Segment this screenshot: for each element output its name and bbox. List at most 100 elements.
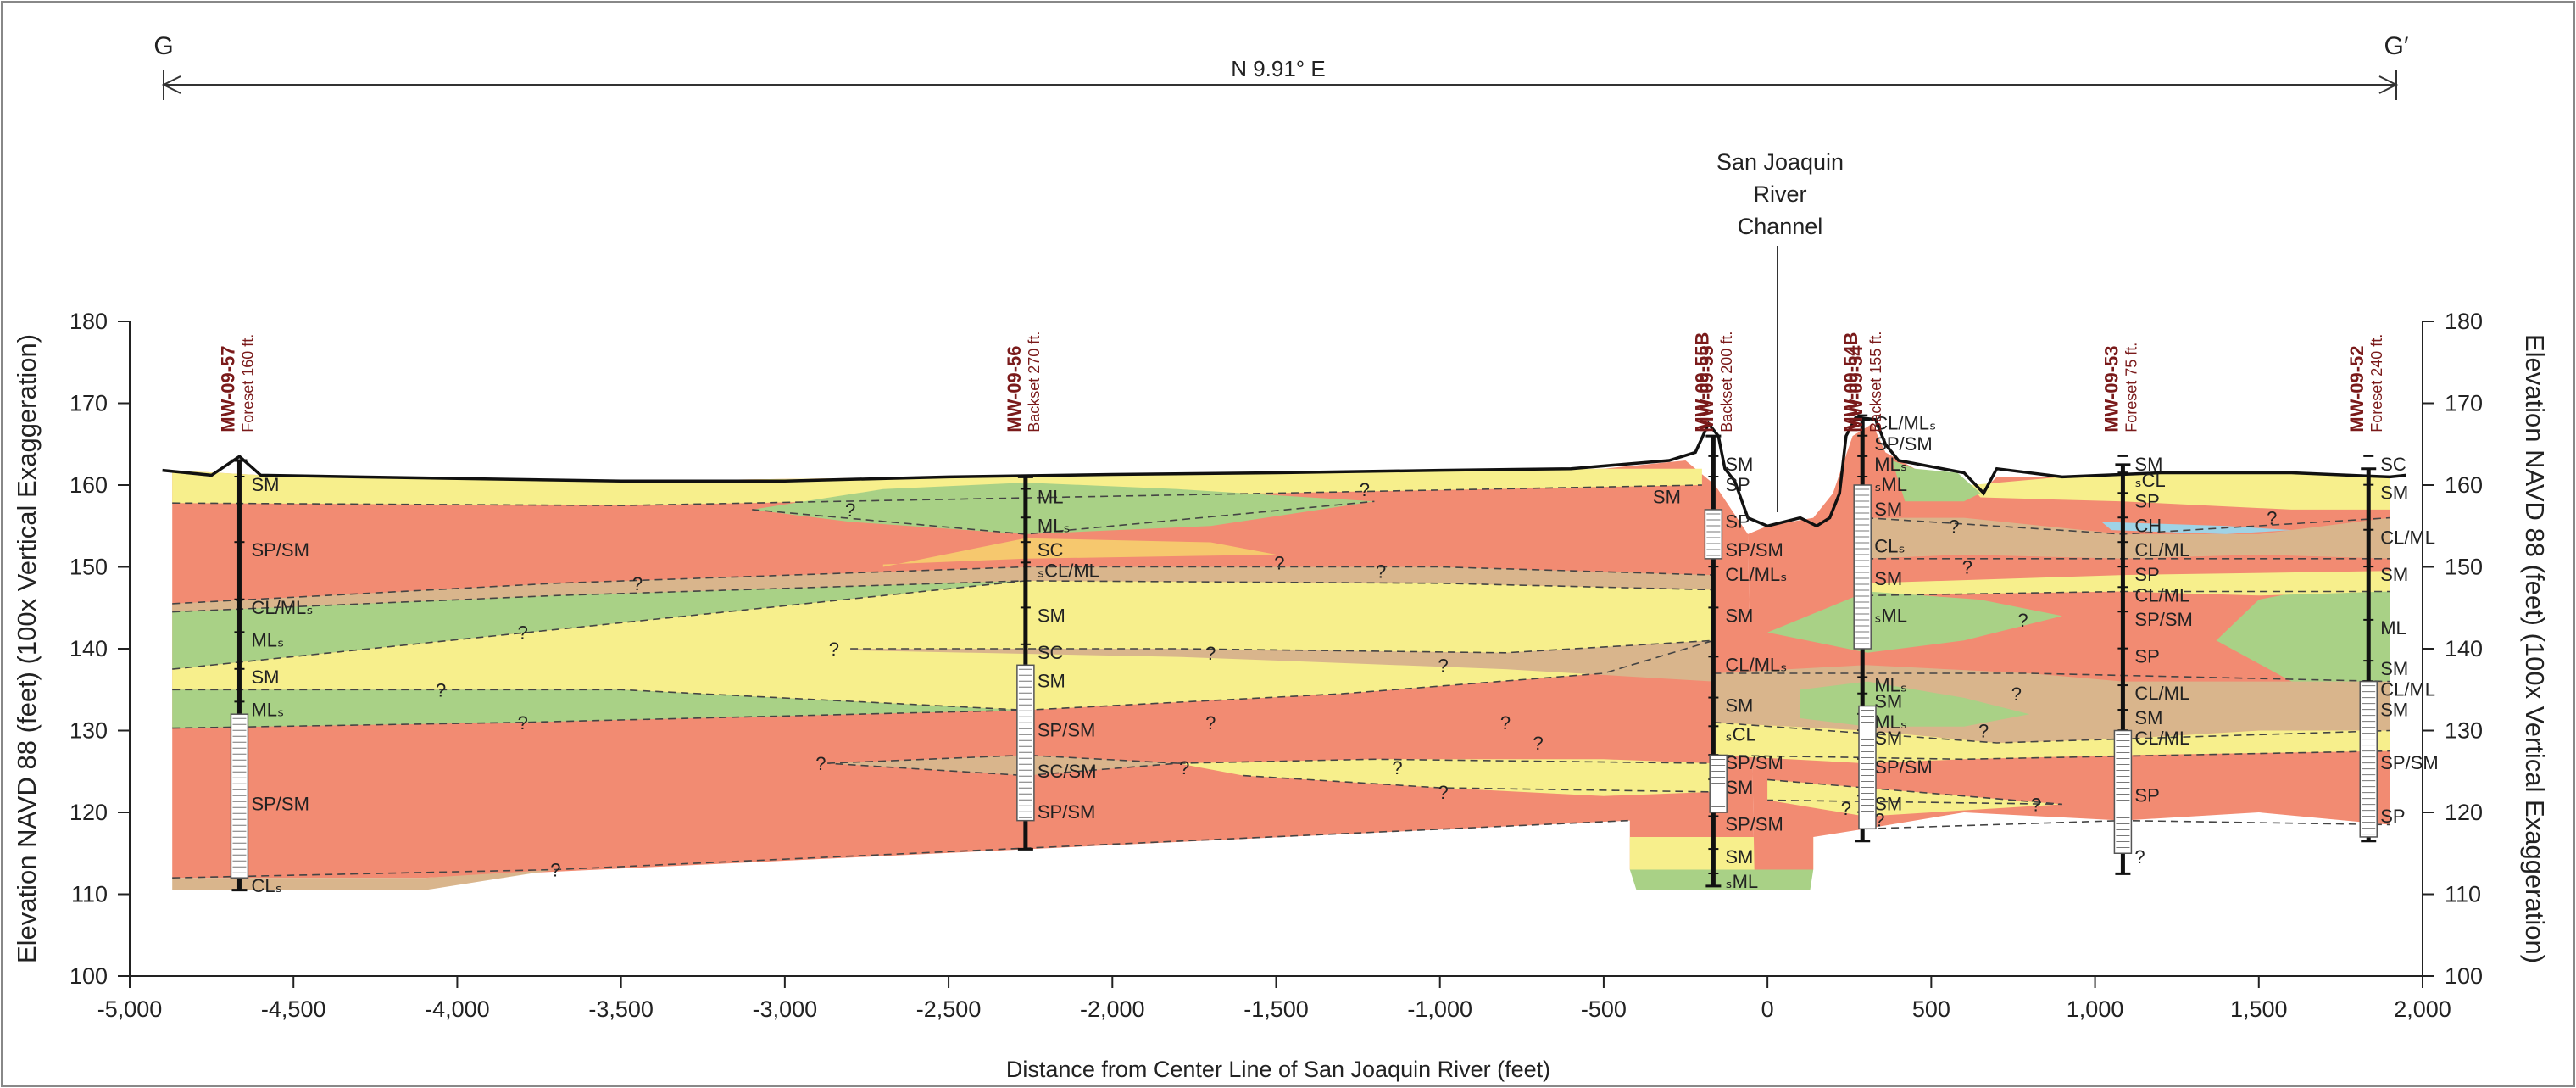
unit-label: MLₛ	[1874, 674, 1907, 695]
well-name: MW-09-55B	[1691, 332, 1712, 432]
x-tick-label: -5,000	[97, 996, 163, 1022]
unit-label: SP/SM	[2380, 752, 2438, 773]
well-name: MW-09-55	[1696, 346, 1717, 432]
unit-label: SP/SM	[251, 793, 309, 814]
unit-label: ₛCL	[1725, 723, 1755, 745]
y-tick-label-right: 170	[2445, 391, 2483, 416]
ch-clay-lens	[2101, 522, 2292, 534]
well-name: MW-09-52	[2346, 346, 2367, 432]
uncertain-mark: ?	[550, 860, 560, 881]
unit-label: SP	[1725, 511, 1750, 532]
uncertain-mark: ?	[1949, 516, 1959, 537]
unit-label: SP/SM	[1874, 756, 1932, 778]
sc-lens	[882, 538, 1277, 567]
unit-label: CL/ML	[2380, 527, 2435, 549]
unit-label: SM	[2380, 483, 2408, 504]
x-tick-label: -4,500	[261, 996, 326, 1022]
unit-label: SP	[1725, 474, 1750, 495]
unit-label: SM	[1038, 671, 1065, 692]
x-tick-label: -500	[1581, 996, 1627, 1022]
contact-ml-sm	[172, 580, 1026, 670]
sm-sand-lower-stripe	[1177, 759, 1714, 796]
unit-label: SM	[2380, 699, 2408, 720]
x-tick-label: 2,000	[2394, 996, 2451, 1022]
well-note: Foreset 75 ft.	[2123, 343, 2139, 432]
section-end-label: G′	[2384, 32, 2409, 60]
unit-label: MLₛ	[251, 629, 284, 650]
unit-label: SM	[2380, 658, 2408, 679]
unit-label: ?	[1874, 810, 1884, 831]
unit-label: SM	[1725, 454, 1753, 475]
unit-label: SM	[1874, 568, 1902, 589]
x-tick-label: -1,500	[1243, 996, 1309, 1022]
uncertain-mark: ?	[1500, 712, 1511, 734]
unit-label: MLₛ	[1874, 454, 1907, 475]
unit-label: ₛML	[1874, 474, 1907, 495]
uncertain-mark: ?	[1205, 712, 1216, 734]
y-tick-label-right: 140	[2445, 636, 2483, 661]
unit-label: SM	[1874, 499, 1902, 520]
unit-label: ₛML	[1874, 605, 1907, 626]
unit-label: CL/ML	[2134, 728, 2189, 749]
ml-silt-lower-west	[172, 689, 1026, 728]
unit-label: CL/MLₛ	[1874, 413, 1936, 434]
unit-label: CLₛ	[1874, 535, 1905, 556]
well-name: MW-09-57	[217, 346, 238, 432]
unit-label: SP	[2134, 785, 2159, 806]
y-tick-label-left: 140	[70, 636, 108, 661]
contact-east-4	[1713, 672, 2390, 683]
unit-label: CL/ML	[2134, 539, 2189, 561]
unit-label: SM	[1725, 605, 1753, 626]
uncertain-mark: ?	[845, 499, 855, 521]
well-screen	[2113, 729, 2133, 854]
ml-silt-wedge-west	[172, 580, 1026, 670]
sm-sand-bottom-east	[1767, 779, 2062, 817]
unit-label: SM	[1653, 486, 1681, 507]
x-tick-label: -3,500	[588, 996, 654, 1022]
uncertain-mark: ?	[829, 639, 839, 660]
contact-sm-stripe-base	[1243, 774, 1714, 793]
unit-label: ₛCL	[2134, 470, 2165, 491]
contact-sm-stripe-top	[1177, 758, 1714, 764]
unit-label: SP	[2134, 646, 2159, 667]
uncertain-contact-marks: ???????????????????????????	[436, 479, 2277, 881]
unit-label: CL/MLₛ	[1725, 564, 1787, 585]
y-tick-label-left: 110	[71, 882, 108, 907]
well-note: Backset 200 ft.	[1718, 332, 1735, 432]
unit-label: CL/MLₛ	[251, 597, 313, 618]
unit-label: SM	[1725, 846, 1753, 868]
cl-clay-bottom-west	[172, 869, 556, 890]
well-note: Backset 270 ft.	[1026, 332, 1043, 432]
y-tick-label-right: 180	[2445, 309, 2483, 334]
unit-label: SP/SM	[1725, 813, 1783, 834]
well-note: Foreset 240 ft.	[2368, 334, 2385, 432]
contact-east-8	[1767, 778, 2062, 806]
uncertain-mark: ?	[1962, 557, 1972, 578]
unit-label: SM	[1725, 695, 1753, 717]
unit-label: SP	[2380, 806, 2405, 827]
y-tick-label-left: 160	[70, 472, 108, 498]
ml-silt-lens-east	[2216, 575, 2390, 690]
x-axis-label: Distance from Center Line of San Joaquin…	[1006, 1057, 1550, 1082]
ml-silt-channel-base	[1629, 869, 1814, 890]
uncertain-mark: ?	[436, 679, 446, 700]
unit-label: SM	[2134, 454, 2162, 475]
y-axis-label-left: Elevation NAVD 88 (feet) (100x Vertical …	[12, 334, 42, 963]
y-tick-label-left: 180	[70, 309, 108, 334]
svg-text:San Joaquin: San Joaquin	[1716, 149, 1844, 175]
uncertain-mark: ?	[632, 573, 643, 594]
uncertain-mark: ?	[1376, 561, 1386, 582]
sm-sand-surface-east	[1970, 472, 2390, 510]
contact-east-5	[1713, 722, 2390, 744]
section-bearing: N 9.91° E	[1231, 56, 1326, 81]
uncertain-mark: ?	[2031, 794, 2041, 815]
uncertain-mark: ?	[1841, 798, 1851, 819]
unit-label: SP/SM	[251, 539, 309, 561]
x-tick-label: -2,000	[1080, 996, 1145, 1022]
